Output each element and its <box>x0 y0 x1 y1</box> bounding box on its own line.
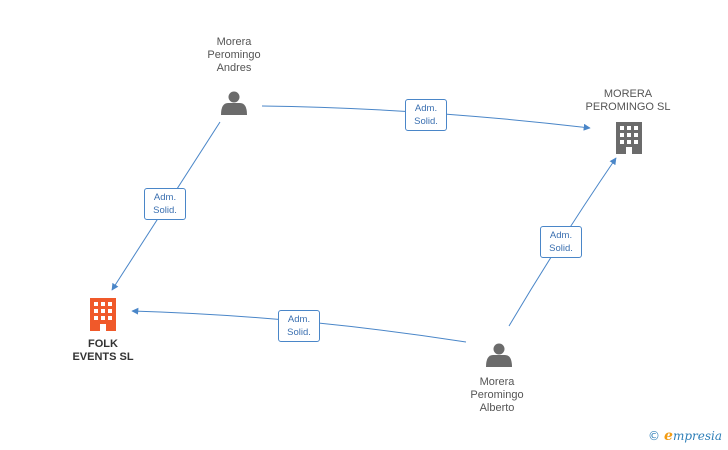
node-label-morera-peromingo-sl[interactable]: MORERA PEROMINGO SL <box>578 88 678 114</box>
node-label-andres[interactable]: Morera Peromingo Andres <box>194 36 274 75</box>
empresia-watermark: ©empresia <box>648 428 722 444</box>
node-label-folk-events-sl[interactable]: FOLK EVENTS SL <box>60 338 146 364</box>
node-label-line: Peromingo <box>207 49 261 61</box>
edge-label-line: Solid. <box>549 243 573 254</box>
edge-label-andres-to-morera: Adm. Solid. <box>405 99 447 131</box>
edge-label-line: Solid. <box>287 327 311 338</box>
edge-label-alberto-to-morera: Adm. Solid. <box>540 226 582 258</box>
node-label-line: Morera <box>479 376 515 388</box>
node-label-line: EVENTS SL <box>72 351 134 363</box>
person-icon <box>486 343 512 367</box>
node-label-line: MORERA <box>603 88 653 100</box>
edge-label-alberto-to-folk: Adm. Solid. <box>278 310 320 342</box>
node-label-line: Peromingo <box>470 389 524 401</box>
edge-label-line: Solid. <box>153 205 177 216</box>
edge-label-line: Adm. <box>414 103 438 114</box>
copyright-symbol: © <box>648 429 661 443</box>
edge-label-andres-to-folk: Adm. Solid. <box>144 188 186 220</box>
edge-label-line: Adm. <box>549 230 573 241</box>
brand-name: mpresia <box>672 429 722 443</box>
node-label-line: Andres <box>216 62 252 74</box>
node-label-line: Alberto <box>479 402 515 414</box>
node-label-line: FOLK <box>88 338 118 350</box>
node-label-line: Morera <box>216 36 252 48</box>
brand-initial: e <box>664 428 673 444</box>
building-icon <box>90 298 116 331</box>
edge-label-line: Adm. <box>153 192 177 203</box>
node-label-line: PEROMINGO SL <box>585 101 671 113</box>
node-label-alberto[interactable]: Morera Peromingo Alberto <box>457 376 537 415</box>
edge-label-line: Adm. <box>287 314 311 325</box>
building-icon <box>616 122 642 154</box>
person-icon <box>221 91 247 115</box>
edge-label-line: Solid. <box>414 116 438 127</box>
